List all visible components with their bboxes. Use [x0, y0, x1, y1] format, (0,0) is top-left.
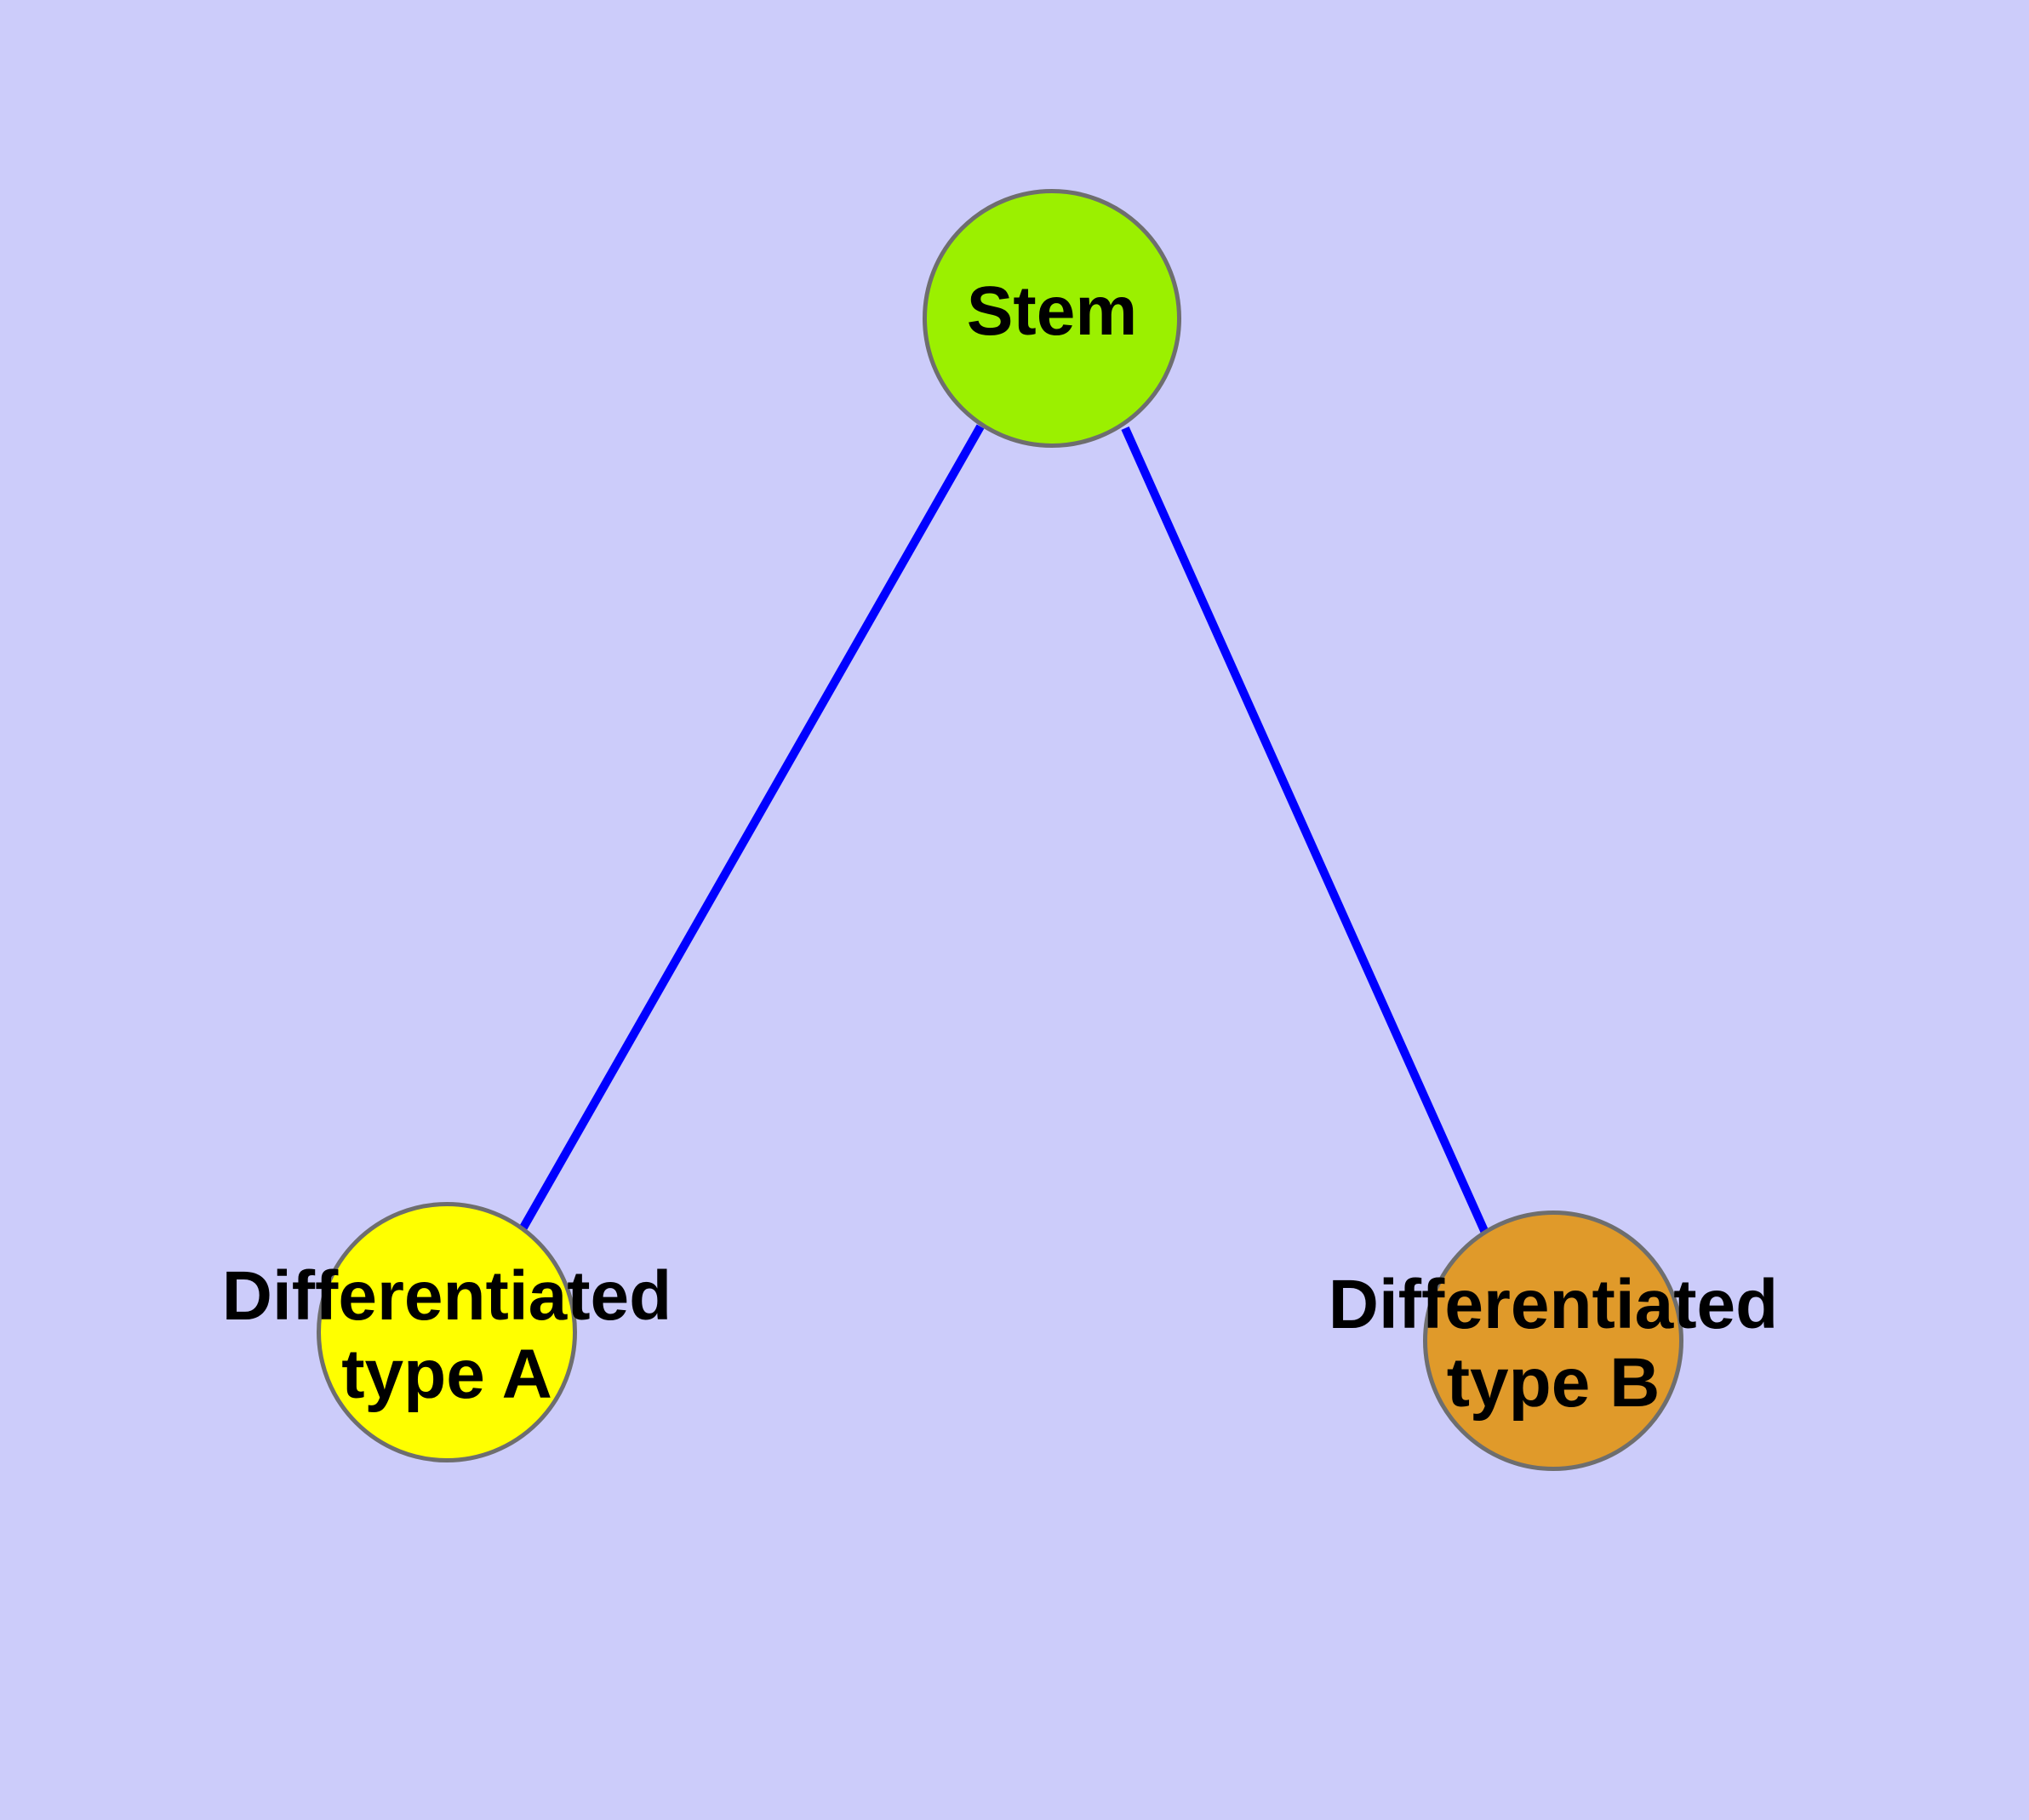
node-stem[interactable] — [923, 189, 1181, 448]
node-differentiated-type-a[interactable] — [317, 1202, 577, 1462]
node-differentiated-type-b[interactable] — [1423, 1210, 1683, 1471]
edge-stem-to-differentiated-type-a — [519, 424, 985, 1230]
edge-stem-to-differentiated-type-b — [1121, 426, 1489, 1235]
